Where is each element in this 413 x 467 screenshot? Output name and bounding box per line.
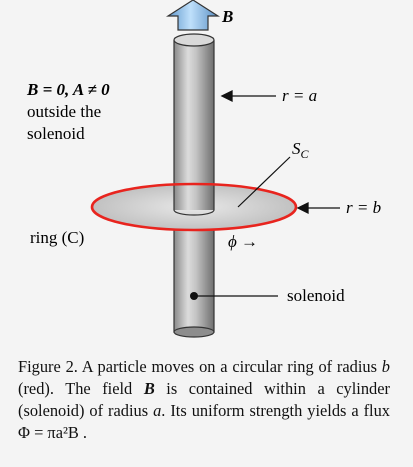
ring-label: ring (C) — [30, 228, 84, 247]
solenoid-leader — [190, 292, 278, 300]
solenoid-diagram: B B = 0, A ≠ 0 outside the solenoid r = … — [26, 0, 381, 338]
outside-label-line3: solenoid — [27, 124, 85, 143]
field-arrow — [165, 0, 221, 31]
surface-leader — [237, 156, 291, 208]
surface-label: SC — [292, 139, 310, 161]
ring-c — [90, 182, 298, 232]
caption-text: (red). The field — [18, 379, 144, 398]
r-a-label: r = a — [282, 86, 317, 105]
solenoid-lower — [173, 213, 215, 338]
outside-label-line1: B = 0, A ≠ 0 — [26, 80, 110, 99]
caption-var-field: B — [143, 379, 155, 398]
r-a-arrow — [220, 89, 276, 103]
phi-label: ϕ → — [228, 232, 258, 251]
caption-var-a: a — [153, 401, 162, 420]
caption-var-b: b — [381, 357, 390, 376]
r-b-label: r = b — [346, 198, 381, 217]
r-b-arrow — [296, 201, 340, 215]
solenoid-label: solenoid — [287, 286, 345, 305]
field-label: B — [221, 7, 233, 26]
solenoid-upper — [173, 33, 215, 216]
caption-text: . Its uniform strength yields a flux — [161, 401, 391, 420]
figure-caption: Figure 2. A particle moves on a circular… — [18, 356, 390, 444]
caption-text: is contained within a cylinder (solenoid… — [18, 379, 390, 420]
caption-flux: Φ = πa²B . — [18, 423, 88, 442]
figure-number: Figure 2. — [18, 357, 78, 376]
caption-text: A particle moves on a circular ring of r… — [77, 357, 382, 376]
outside-label-line2: outside the — [27, 102, 101, 121]
